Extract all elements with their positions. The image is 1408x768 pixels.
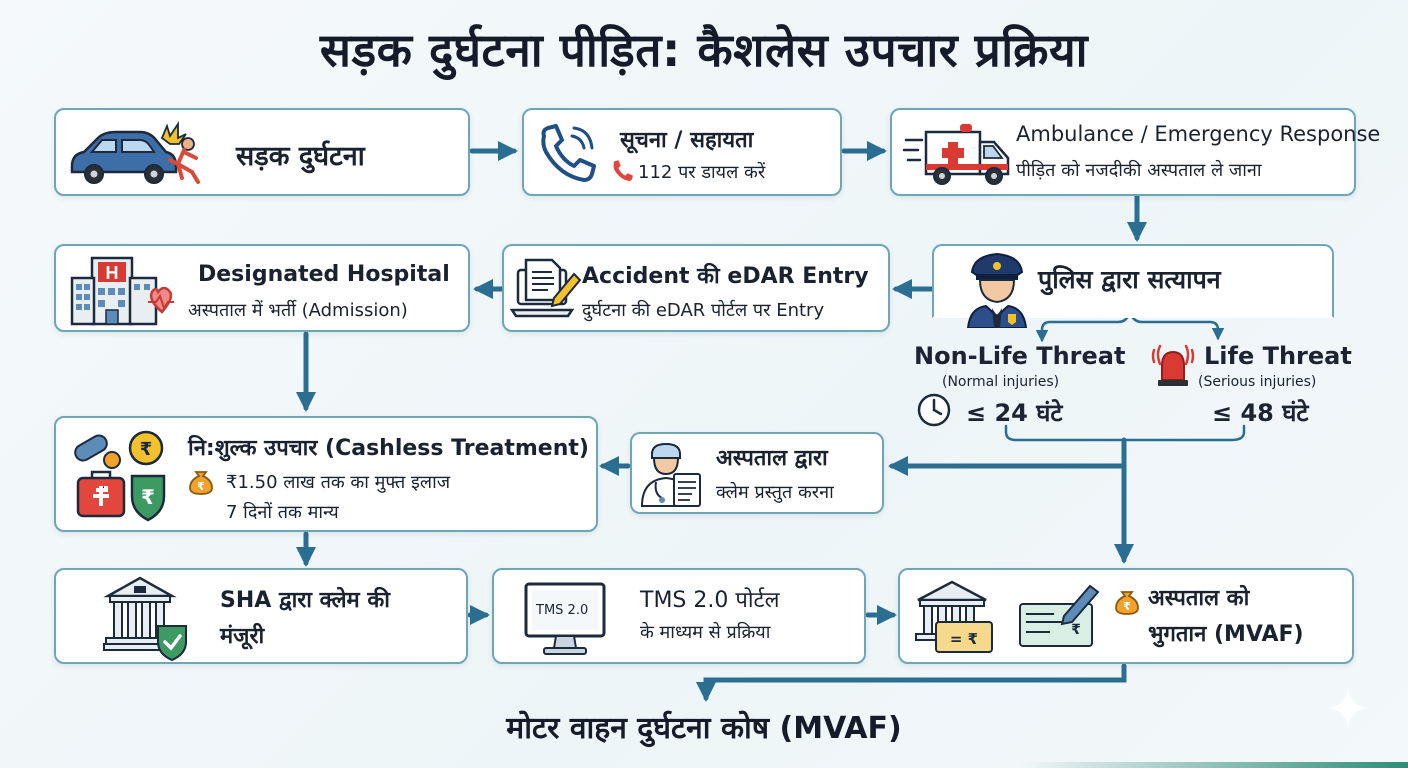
cashless-detail-1: ₹1.50 लाख तक का मुफ्त इलाज xyxy=(226,472,451,493)
hospital-detail: अस्पताल में भर्ती (Admission) xyxy=(188,300,408,321)
non-life-time: ≤ 24 घंटे xyxy=(966,399,1063,427)
brace-times-merge xyxy=(1004,424,1246,442)
non-life-note: (Normal injuries) xyxy=(942,374,1060,390)
phone-icon xyxy=(534,122,602,190)
life-note: (Serious injuries) xyxy=(1198,374,1317,390)
medicine-coin-icon: ₹ ₹ xyxy=(70,428,170,528)
payment-line-1: अस्पताल को xyxy=(1148,586,1250,611)
hospital-title: Designated Hospital xyxy=(198,262,450,287)
step-claim: अस्पताल द्वारा क्लेम प्रस्तुत करना xyxy=(630,432,884,514)
svg-text:H: H xyxy=(106,263,119,283)
doctor-clipboard-icon xyxy=(640,440,702,512)
svg-text:₹: ₹ xyxy=(1123,600,1131,613)
bank-cheque-icon: = ₹ ₹ xyxy=(914,578,1104,662)
hospital-building-icon: H xyxy=(68,252,178,334)
police-officer-icon xyxy=(962,250,1032,332)
money-bag-icon: ₹ xyxy=(186,466,216,500)
step-sha: SHA द्वारा क्लेम की मंजूरी xyxy=(54,568,468,664)
cashless-title: नि:शुल्क उपचार (Cashless Treatment) xyxy=(188,436,589,461)
step-payment: = ₹ ₹ ₹ अस्पताल को भुगतान (MVAF) xyxy=(898,568,1354,664)
svg-text:₹: ₹ xyxy=(1071,622,1081,638)
car-crash-icon xyxy=(66,120,206,194)
step-tms: TMS 2.0 TMS 2.0 पोर्टल के माध्यम से प्रक… xyxy=(492,568,866,664)
edar-title: Accident की eDAR Entry xyxy=(582,264,869,289)
alarm-siren-icon xyxy=(1150,340,1196,392)
svg-text:₹: ₹ xyxy=(141,485,155,509)
sha-line-2: मंजूरी xyxy=(220,624,265,649)
alert-detail: 112 पर डायल करें xyxy=(638,162,766,183)
step-police: पुलिस द्वारा सत्यापन xyxy=(932,244,1334,329)
step-alert: सूचना / सहायता 112 पर डायल करें xyxy=(522,108,842,196)
svg-text:₹: ₹ xyxy=(140,439,153,460)
claim-title: अस्पताल द्वारा xyxy=(716,446,828,471)
step-edar: Accident की eDAR Entry दुर्घटना की eDAR … xyxy=(502,244,890,332)
page-title: सड़क दुर्घटना पीड़ित: कैशलेस उपचार प्रक्… xyxy=(319,23,1089,77)
sha-line-1: SHA द्वारा क्लेम की xyxy=(220,588,390,613)
life-time: ≤ 48 घंटे xyxy=(1212,399,1309,427)
non-life-title: Non-Life Threat xyxy=(914,342,1126,370)
step-cashless: ₹ ₹ नि:शुल्क उपचार (Cashless Treatment) … xyxy=(54,416,598,532)
fund-label: मोटर वाहन दुर्घटना कोष (MVAF) xyxy=(506,711,902,746)
alert-title: सूचना / सहायता xyxy=(620,128,754,153)
connector-payment-to-fund xyxy=(696,663,1127,702)
life-title: Life Threat xyxy=(1204,342,1352,370)
police-title: पुलिस द्वारा सत्यापन xyxy=(1038,265,1221,294)
ambulance-icon xyxy=(902,120,1014,194)
svg-text:₹: ₹ xyxy=(197,480,205,493)
clock-icon xyxy=(916,392,952,432)
laptop-document-icon xyxy=(509,254,582,330)
tms-line-2: के माध्यम से प्रक्रिया xyxy=(640,622,771,643)
accident-label: सड़क दुर्घटना xyxy=(236,141,365,172)
computer-monitor-icon xyxy=(524,582,606,660)
claim-detail: क्लेम प्रस्तुत करना xyxy=(716,482,834,503)
cashless-detail-2: 7 दिनों तक मान्य xyxy=(226,502,339,523)
ambulance-detail: पीड़ित को नजदीकी अस्पताल ले जाना xyxy=(1016,160,1262,181)
corner-accent-strip xyxy=(1020,762,1408,768)
svg-text:= ₹: = ₹ xyxy=(950,630,978,648)
ambulance-title: Ambulance / Emergency Response xyxy=(1016,122,1381,146)
sparkle-icon xyxy=(1326,686,1370,734)
phone-small-icon xyxy=(610,158,636,188)
bank-shield-icon xyxy=(102,574,190,666)
payment-line-2: भुगतान (MVAF) xyxy=(1148,622,1304,647)
step-accident: सड़क दुर्घटना xyxy=(54,108,470,196)
money-bag-small-icon: ₹ xyxy=(1112,586,1142,620)
step-hospital: H Designated Hospital अस्पताल में भर्ती … xyxy=(54,244,470,332)
step-ambulance: Ambulance / Emergency Response पीड़ित को… xyxy=(890,108,1380,196)
tms-line-1: TMS 2.0 पोर्टल xyxy=(640,588,780,613)
tms-screen-label: TMS 2.0 xyxy=(536,603,589,618)
edar-detail: दुर्घटना की eDAR पोर्टल पर Entry xyxy=(582,300,825,321)
